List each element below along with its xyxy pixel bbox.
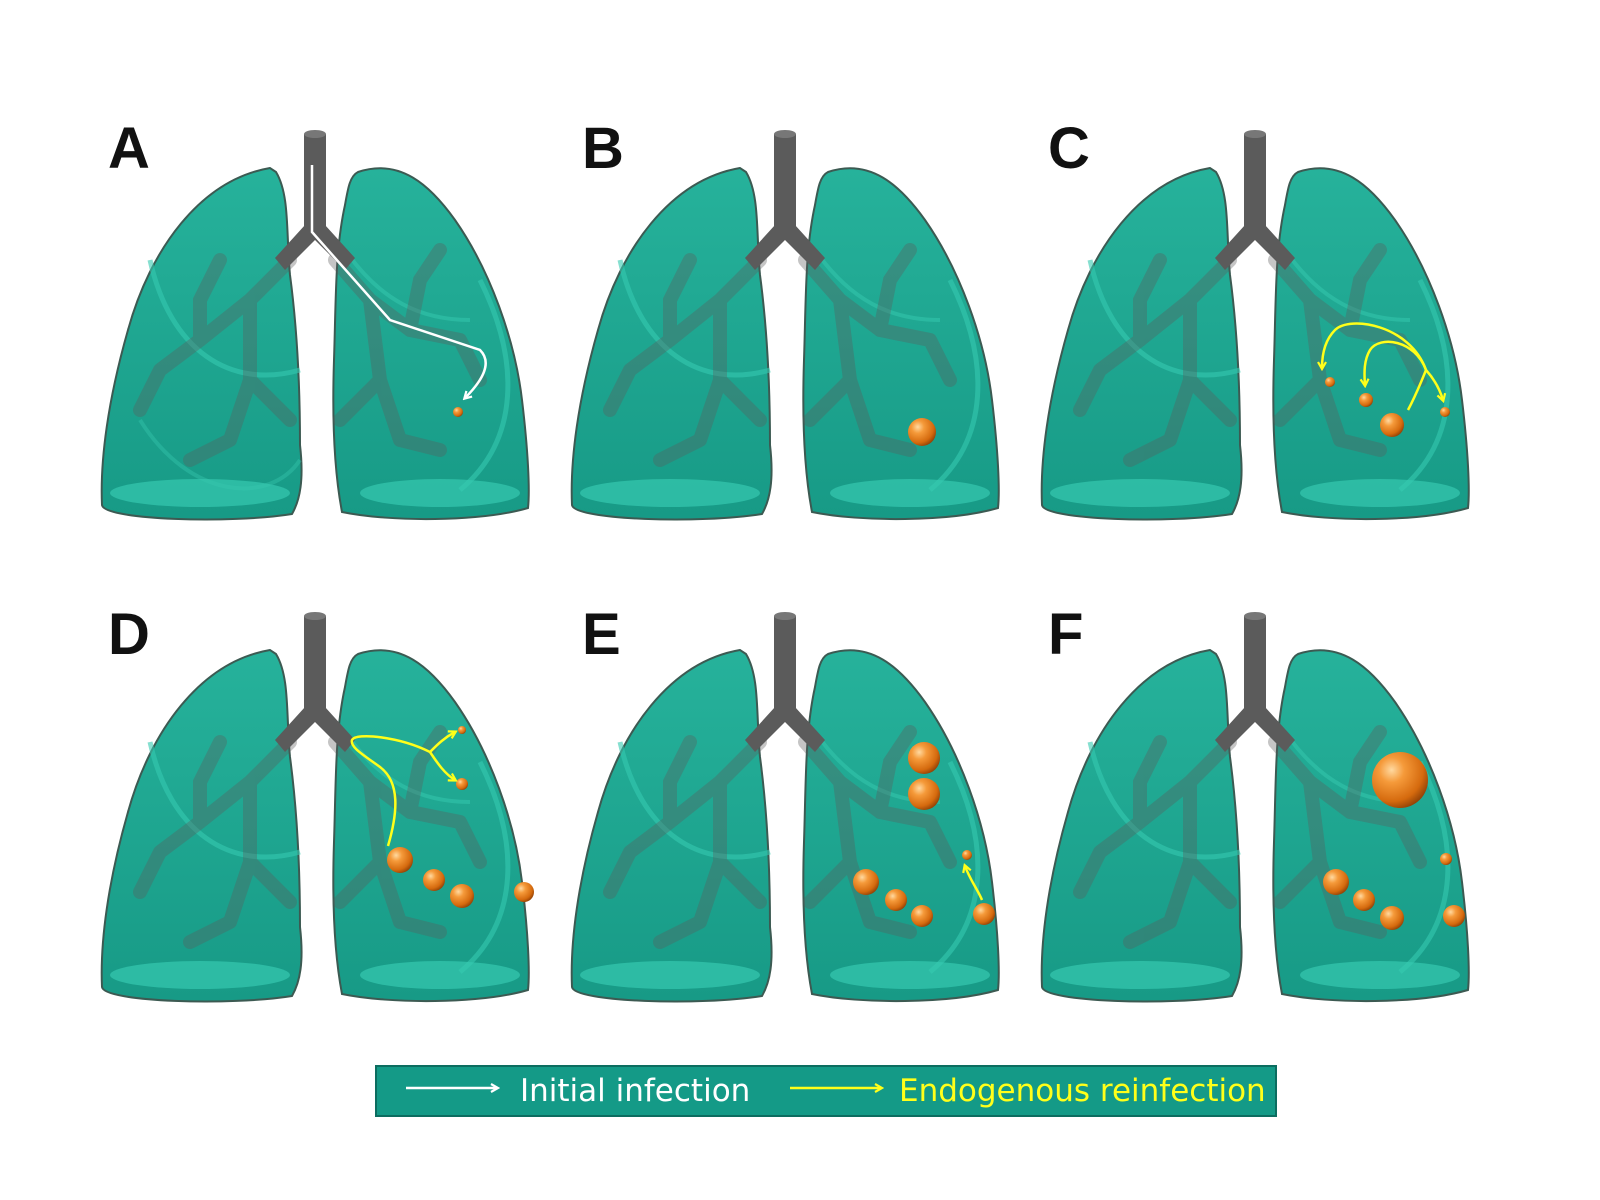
panel-label-a: A	[108, 116, 150, 181]
nodule	[1443, 905, 1465, 927]
panel-e: E	[570, 602, 1000, 1003]
lungs	[570, 166, 1000, 521]
lungs	[570, 648, 1000, 1003]
nodule	[908, 742, 940, 774]
legend: Initial infection Endogenous reinfection	[375, 1065, 1277, 1117]
nodules	[853, 742, 995, 927]
initial-infection-arrow	[310, 165, 487, 398]
panel-a: A	[100, 116, 530, 521]
nodule	[1440, 853, 1452, 865]
nodule	[908, 418, 936, 446]
arrows	[310, 165, 487, 398]
trachea	[1215, 612, 1295, 752]
trachea	[745, 130, 825, 270]
lungs	[100, 166, 530, 521]
panel-c: C	[1040, 116, 1470, 521]
reinfection-arrow	[428, 751, 455, 780]
arrows	[350, 732, 455, 847]
trachea	[1215, 130, 1295, 270]
bronchial-tree	[1073, 725, 1427, 949]
panel-label-e: E	[582, 602, 621, 667]
panel-label-d: D	[108, 602, 150, 667]
bronchial-tree	[603, 725, 957, 949]
reinfection-arrow	[1406, 369, 1428, 411]
left-lung	[100, 166, 303, 521]
right-lung	[1272, 649, 1470, 1003]
left-lung	[1040, 166, 1243, 521]
bronchial-tree	[133, 725, 487, 949]
nodule	[458, 726, 466, 734]
right-lung	[802, 649, 1000, 1003]
nodule	[1359, 393, 1373, 407]
arrows	[965, 866, 984, 901]
nodules	[453, 407, 463, 417]
trachea	[275, 612, 355, 752]
nodules	[908, 418, 936, 446]
left-lung	[570, 648, 773, 1003]
bronchial-tree	[603, 243, 957, 467]
left-lung	[570, 166, 773, 521]
reinfection-arrow	[1425, 369, 1443, 400]
nodule	[450, 884, 474, 908]
reinfection-arrow	[1322, 322, 1428, 370]
panel-label-f: F	[1048, 602, 1083, 667]
nodule	[453, 407, 463, 417]
nodule	[387, 847, 413, 873]
nodule	[1323, 869, 1349, 895]
left-lung	[1040, 648, 1243, 1003]
arrows	[1322, 322, 1443, 411]
nodule	[1440, 407, 1450, 417]
right-lung	[802, 167, 1000, 521]
panel-f: F	[1040, 602, 1470, 1003]
nodule	[1372, 752, 1428, 808]
nodule	[1380, 906, 1404, 930]
nodules	[1325, 377, 1450, 437]
panel-d: D	[100, 602, 534, 1003]
nodules	[1323, 752, 1465, 930]
nodule	[514, 882, 534, 902]
panel-b: B	[570, 116, 1000, 521]
nodules	[387, 726, 534, 908]
nodule	[885, 889, 907, 911]
nodule	[1380, 413, 1404, 437]
legend-box	[375, 1065, 1277, 1117]
reinfection-arrow	[350, 734, 431, 847]
legend-endogenous-reinfection: Endogenous reinfection	[790, 1073, 1266, 1109]
nodule	[962, 850, 972, 860]
panel-label-b: B	[582, 116, 624, 181]
reinfection-arrow	[1365, 340, 1428, 385]
nodule	[1353, 889, 1375, 911]
lungs	[1040, 648, 1470, 1003]
nodule	[456, 778, 468, 790]
left-lung	[100, 648, 303, 1003]
trachea	[745, 612, 825, 752]
nodule	[423, 869, 445, 891]
reinfection-arrow	[965, 866, 984, 901]
right-lung	[332, 167, 530, 521]
right-lung	[332, 649, 530, 1003]
panel-label-c: C	[1048, 116, 1090, 181]
legend-initial-infection: Initial infection	[406, 1073, 750, 1109]
trachea	[275, 130, 355, 270]
nodule	[973, 903, 995, 925]
right-lung	[1272, 167, 1470, 521]
reinfection-arrow	[429, 732, 455, 753]
legend-label-initial: Initial infection	[520, 1073, 750, 1109]
legend-label-reinfection: Endogenous reinfection	[899, 1073, 1266, 1109]
nodule	[853, 869, 879, 895]
lungs	[1040, 166, 1470, 521]
nodule	[1325, 377, 1335, 387]
bronchial-tree	[133, 243, 487, 467]
bronchial-tree	[1073, 243, 1427, 467]
nodule	[908, 778, 940, 810]
nodule	[911, 905, 933, 927]
